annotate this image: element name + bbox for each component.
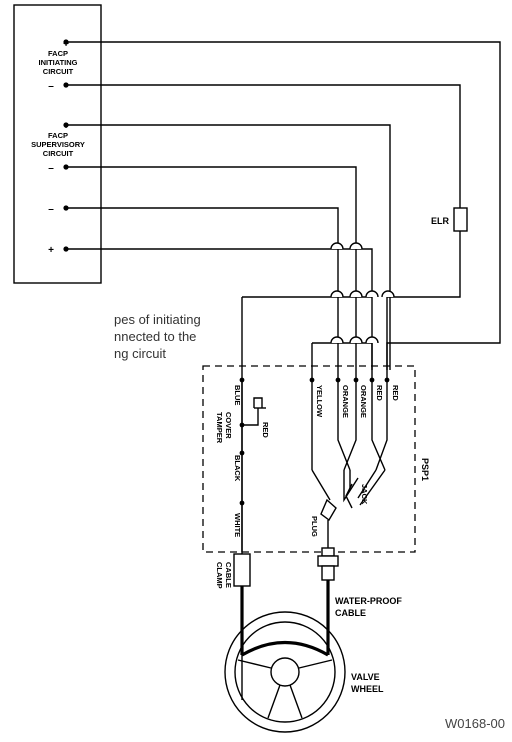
tamper-dots bbox=[239, 377, 390, 506]
white-label: WHITE bbox=[233, 513, 242, 537]
wire-crossovers bbox=[330, 242, 395, 344]
initiating-label-1: FACP bbox=[48, 49, 68, 58]
waterproof-label-2: CABLE bbox=[335, 608, 366, 618]
initiating-label-3: CIRCUIT bbox=[43, 67, 74, 76]
yellow-label: YELLOW bbox=[315, 385, 324, 418]
elr-resistor bbox=[453, 207, 468, 232]
psp1-label: PSP1 bbox=[420, 458, 430, 481]
plug-symbol bbox=[317, 498, 339, 581]
figure-code: W0168-00 bbox=[445, 716, 505, 731]
red-label-1: RED bbox=[375, 385, 384, 401]
cover-tamper-label-1: COVER bbox=[224, 412, 233, 439]
elr-label: ELR bbox=[431, 216, 450, 226]
initiating-label-2: INITIATING bbox=[38, 58, 77, 67]
supervisory-minus-label: – bbox=[48, 163, 54, 174]
note-line-2: nnected to the bbox=[114, 329, 196, 344]
waterproof-label-1: WATER-PROOF bbox=[335, 596, 402, 606]
cable-clamp bbox=[233, 553, 251, 587]
cable-clamp-label-2: CLAMP bbox=[215, 562, 224, 589]
blue-label: BLUE bbox=[233, 385, 242, 405]
jack-symbol bbox=[345, 483, 353, 509]
orange-label-2: ORANGE bbox=[359, 385, 368, 418]
extra-minus-label: – bbox=[48, 204, 54, 215]
valve-label-1: VALVE bbox=[351, 672, 380, 682]
valve-label-2: WHEEL bbox=[351, 684, 384, 694]
orange-label-1: ORANGE bbox=[341, 385, 350, 418]
black-label: BLACK bbox=[233, 455, 242, 482]
valve-wheel bbox=[224, 611, 346, 733]
note-line-1: pes of initiating bbox=[114, 312, 201, 327]
red-switch-label: RED bbox=[261, 422, 270, 438]
initiating-minus-label: – bbox=[48, 81, 54, 92]
tamper-switch bbox=[242, 397, 266, 426]
cover-tamper-label-2: TAMPER bbox=[215, 412, 224, 444]
red-label-2: RED bbox=[391, 385, 400, 401]
supervisory-label-2: SUPERVISORY bbox=[31, 140, 85, 149]
psp1-box bbox=[202, 365, 416, 553]
valve-cable-arc bbox=[241, 640, 329, 657]
note-line-3: ng circuit bbox=[114, 346, 166, 361]
jack-label: JACK bbox=[360, 484, 369, 505]
facp-wires bbox=[66, 41, 501, 700]
supervisory-label-1: FACP bbox=[48, 131, 68, 140]
plug-label: PLUG bbox=[310, 516, 319, 537]
psp1-internal-wires bbox=[241, 370, 388, 552]
cable-clamp-label-1: CABLE bbox=[224, 562, 233, 588]
extra-plus-label: + bbox=[48, 245, 54, 256]
facp-panel bbox=[13, 4, 102, 284]
supervisory-label-3: CIRCUIT bbox=[43, 149, 74, 158]
waterproof-cable bbox=[240, 580, 330, 655]
